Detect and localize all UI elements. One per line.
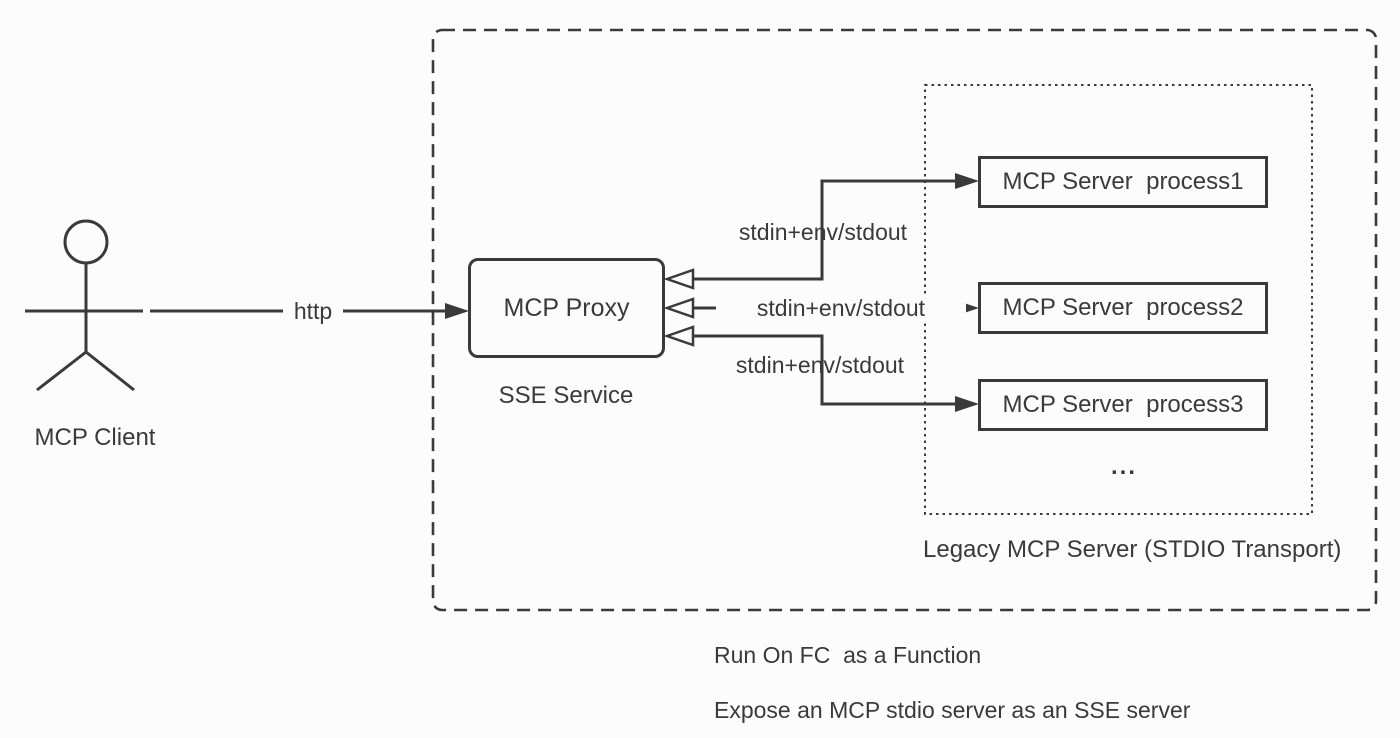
proxy-to-process1-connector [663,173,979,290]
mcp-server-process2-box: MCP Server process2 [978,282,1268,334]
more-processes-ellipsis: ... [1110,453,1137,480]
stick-figure-icon [25,219,143,392]
stdio-connection-label-2: stdin+env/stdout [716,295,966,321]
mcp-client-label: MCP Client [34,424,156,451]
note-run-on-fc: Run On FC as a Function [714,642,982,668]
note-expose-sse: Expose an MCP stdio server as an SSE ser… [714,697,1191,723]
stdio-connection-label-3: stdin+env/stdout [735,352,905,378]
stdio-connection-label-1: stdin+env/stdout [738,219,908,245]
mcp-proxy-label: MCP Proxy [503,293,630,322]
sse-service-label: SSE Service [498,382,634,409]
proxy-to-process3-connector [663,325,979,412]
http-label: http [283,298,343,324]
mcp-proxy-box: MCP Proxy [468,258,665,358]
mcp-server-process1-box: MCP Server process1 [978,156,1268,208]
outer-dashed-boundary [431,28,1378,612]
mcp-server-process1-label: MCP Server process1 [1002,168,1244,195]
legacy-group-label: Legacy MCP Server (STDIO Transport) [923,536,1342,563]
mcp-server-process2-label: MCP Server process2 [1002,294,1244,321]
mcp-server-process3-label: MCP Server process3 [1002,391,1244,418]
mcp-server-process3-box: MCP Server process3 [978,379,1268,431]
